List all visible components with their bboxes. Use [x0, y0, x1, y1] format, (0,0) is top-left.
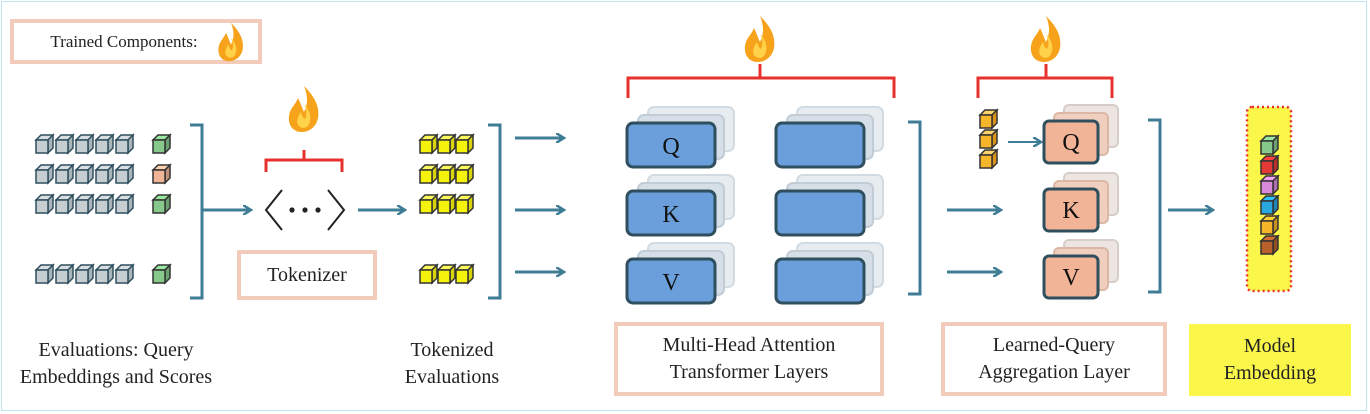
aggregation-k-box [1042, 187, 1100, 233]
query-row-2 [35, 164, 134, 184]
attention-flame-icon [744, 16, 775, 62]
aggregation-stacks [1042, 104, 1119, 300]
query-embedding-rows [35, 134, 134, 284]
evaluations-caption-line2: Embeddings and Scores [19, 366, 213, 388]
model-embedding-caption-box: Model Embedding [1189, 324, 1351, 396]
model-caption-line2: Embedding [1223, 362, 1317, 384]
score-cube [151, 133, 172, 155]
tokenizer-red-bracket [264, 150, 344, 172]
evaluations-bracket [190, 123, 204, 300]
evaluations-caption: Evaluations: Query Embeddings and Scores [0, 337, 232, 391]
attention-red-bracket [626, 64, 896, 98]
score-cubes [151, 133, 172, 285]
attention-q-box [625, 121, 717, 169]
attention-caption-line1: Multi-Head Attention [662, 334, 836, 356]
model-embedding-cube [1259, 234, 1280, 256]
attention-v-box [625, 257, 717, 305]
aggregation-bracket [1148, 118, 1162, 294]
score-cube [151, 163, 172, 185]
tokenizer-right-chevron [327, 189, 346, 231]
tokenizer-left-chevron [264, 189, 283, 231]
legend-flame-icon [218, 22, 243, 62]
model-embedding-cube [1259, 194, 1280, 216]
legend-text: Trained Components: [50, 31, 198, 51]
model-embedding-cubes [1259, 134, 1280, 256]
tokenized-caption-line1: Tokenized [410, 339, 494, 361]
model-embedding-cube [1259, 134, 1280, 156]
legend-box: Trained Components: [10, 19, 262, 64]
learned-query-cubes [979, 109, 998, 169]
model-caption-line1: Model [1243, 335, 1297, 357]
model-embedding-cube [1259, 174, 1280, 196]
attention-caption-line2: Transformer Layers [669, 361, 829, 383]
aggregation-flame-icon [1030, 16, 1061, 62]
attention-stacks [625, 106, 884, 305]
tokenizer-box: Tokenizer [237, 250, 377, 300]
attention-bracket [908, 120, 922, 296]
tokenizer-label: Tokenizer [267, 263, 347, 286]
score-cube [151, 193, 172, 215]
tokenizer-flame-icon [288, 86, 319, 132]
aggregation-q-label: Q [1062, 130, 1079, 156]
aggregation-k-label: K [1062, 198, 1080, 224]
aggregation-caption-line2: Aggregation Layer [978, 361, 1130, 383]
model-embedding-cube [1259, 154, 1280, 176]
attention-caption-box: Multi-Head Attention Transformer Layers [614, 322, 884, 396]
attention-q-label: Q [662, 134, 679, 160]
aggregation-caption-line1: Learned-Query [992, 334, 1116, 356]
aggregation-v-box [1042, 254, 1100, 300]
tokenized-caption: Tokenized Evaluations [372, 337, 532, 391]
model-embedding-cube [1259, 214, 1280, 236]
query-row-1 [35, 134, 134, 154]
tokenized-caption-line2: Evaluations [404, 366, 500, 388]
tokenized-rows [419, 134, 474, 284]
query-row-4 [35, 264, 134, 284]
tokenized-bracket [488, 123, 502, 300]
aggregation-q-box [1042, 119, 1100, 165]
aggregation-caption-box: Learned-Query Aggregation Layer [941, 322, 1167, 396]
attention-k-label: K [662, 202, 680, 228]
score-cube [151, 263, 172, 285]
evaluations-caption-line1: Evaluations: Query [38, 339, 194, 361]
aggregation-red-bracket [976, 64, 1114, 98]
query-row-3 [35, 194, 134, 214]
attention-k-box [625, 189, 717, 237]
attention-v-label: V [662, 270, 680, 296]
aggregation-v-label: V [1062, 265, 1080, 291]
